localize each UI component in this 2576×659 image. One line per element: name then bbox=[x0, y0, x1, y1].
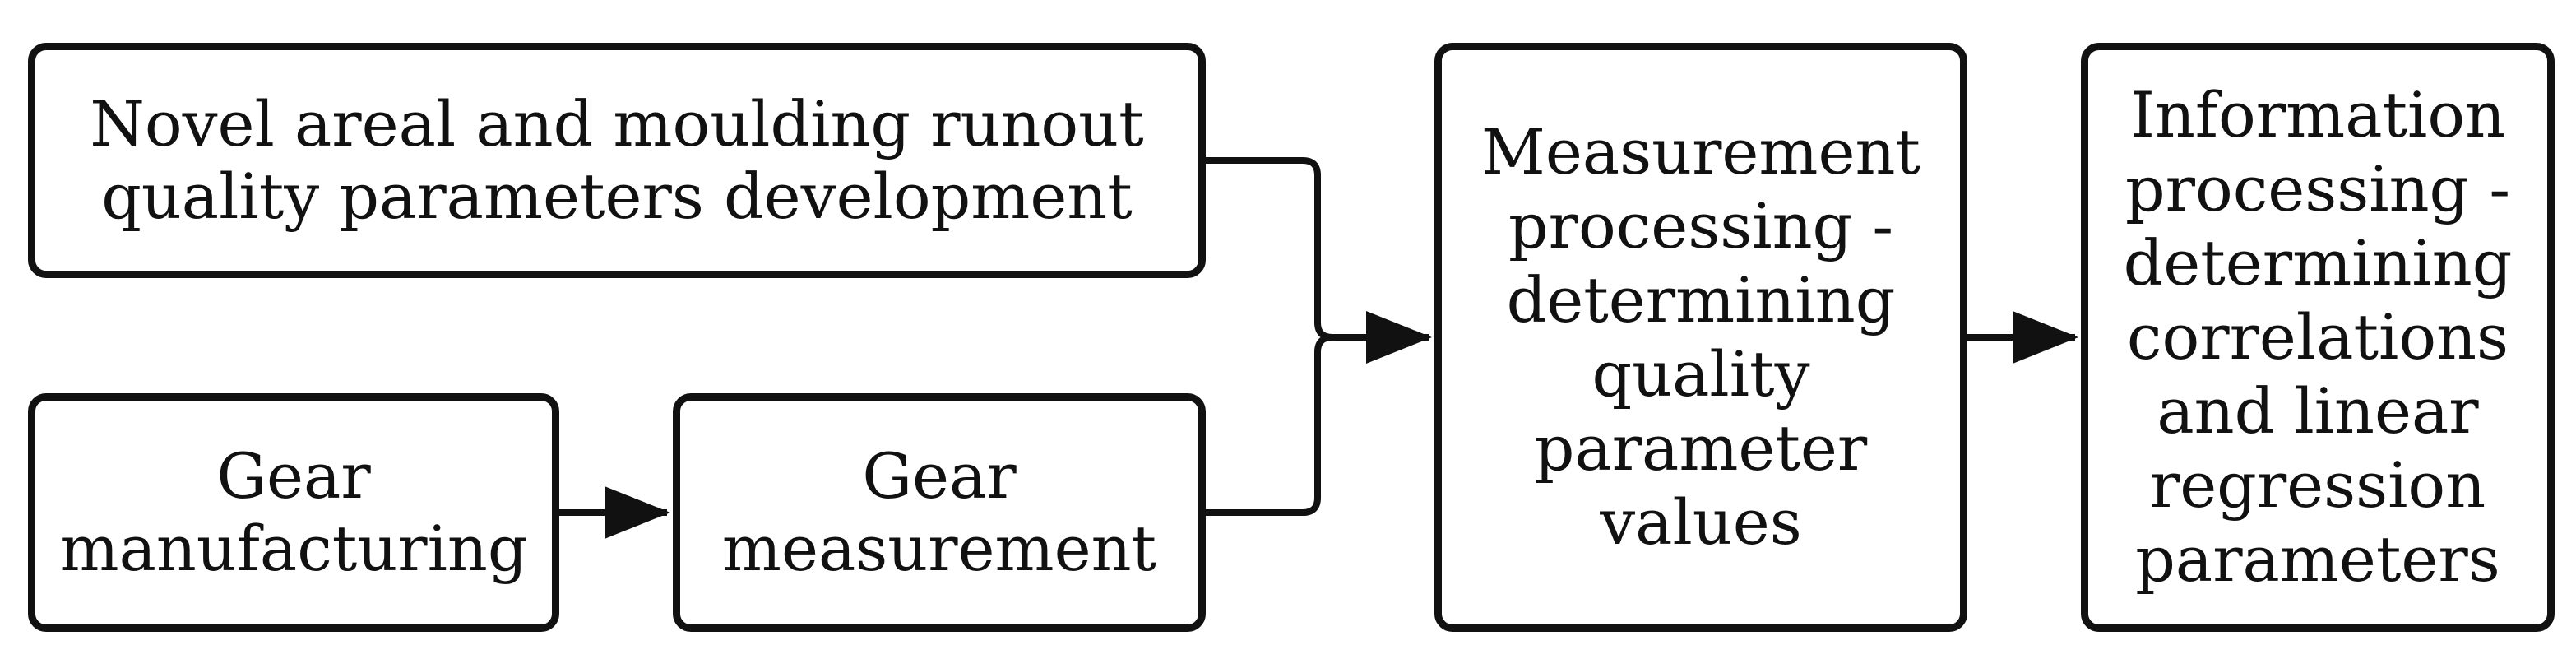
box-text-line: manufacturing bbox=[59, 512, 528, 585]
box-text-line: parameter bbox=[1534, 411, 1868, 485]
information-processing-box: Information processing - determining cor… bbox=[2081, 43, 2555, 632]
gear-measurement-box: Gear measurement bbox=[673, 393, 1206, 632]
box-text-line: measurement bbox=[721, 512, 1157, 585]
box-text-line: Gear bbox=[216, 439, 371, 513]
box-text-line: and linear bbox=[2157, 374, 2479, 448]
box-text-line: regression bbox=[2149, 448, 2486, 522]
gear-manufacturing-box: Gear manufacturing bbox=[28, 393, 559, 632]
box-text-line: determining bbox=[1506, 263, 1896, 336]
novel-parameters-development-box: Novel areal and moulding runout quality … bbox=[28, 43, 1206, 278]
box-text-line: parameters bbox=[2135, 522, 2500, 596]
box-text-line: processing - bbox=[2124, 152, 2511, 225]
box-text-line: Novel areal and moulding runout bbox=[90, 87, 1144, 160]
box-text-line: values bbox=[1600, 485, 1802, 559]
box-text-line: Measurement bbox=[1481, 115, 1920, 188]
connector-measurement-to-merge bbox=[1206, 334, 1333, 516]
box-text-line: Gear bbox=[862, 439, 1017, 513]
box-text-line: processing - bbox=[1508, 189, 1894, 262]
box-text-line: correlations bbox=[2126, 300, 2509, 374]
box-text-line: Information bbox=[2129, 78, 2506, 151]
connector-novel-to-merge bbox=[1206, 157, 1333, 341]
box-text-line: determining bbox=[2123, 226, 2513, 299]
measurement-processing-box: Measurement processing - determining qua… bbox=[1434, 43, 1967, 632]
box-text-line: quality bbox=[1591, 337, 1810, 411]
box-text-line: quality parameters development bbox=[101, 160, 1133, 233]
